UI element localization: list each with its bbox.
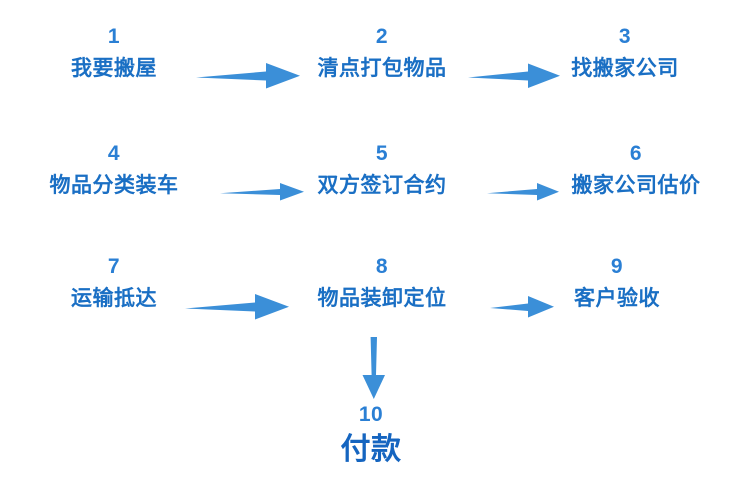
step-node-8[interactable]: 8 物品装卸定位 [318,256,447,309]
arrow-8-to-9 [490,295,554,319]
step-label-3: 找搬家公司 [571,57,679,80]
step-node-5[interactable]: 5 双方签订合约 [318,143,447,196]
step-node-9[interactable]: 9 客户验收 [574,256,660,309]
step-label-4: 物品分类装车 [49,174,179,197]
step-number-3: 3 [618,25,632,48]
step-label-9: 客户验收 [574,287,660,310]
step-node-6[interactable]: 6 搬家公司估价 [572,143,701,196]
step-number-9: 9 [610,255,624,278]
step-number-4: 4 [107,142,121,165]
step-number-8: 8 [375,255,389,278]
arrow-1-to-2 [196,62,300,90]
step-number-7: 7 [107,255,121,278]
arrow-5-to-6 [487,182,559,202]
step-label-1: 我要搬屋 [71,57,157,80]
step-number-2: 2 [375,25,389,48]
step-label-8: 物品装卸定位 [317,287,447,310]
step-number-10: 10 [358,403,384,426]
arrow-8-to-10 [361,337,387,399]
step-number-1: 1 [107,25,121,48]
step-label-10: 付款 [340,433,402,466]
step-node-10[interactable]: 10 付款 [341,404,402,465]
arrow-7-to-8 [185,293,289,321]
step-node-4[interactable]: 4 物品分类装车 [50,143,179,196]
step-label-7: 运输抵达 [71,287,157,310]
step-node-3[interactable]: 3 找搬家公司 [571,26,679,79]
step-number-6: 6 [629,142,643,165]
step-label-5: 双方签订合约 [317,174,447,197]
step-node-1[interactable]: 1 我要搬屋 [71,26,157,79]
arrow-4-to-5 [220,182,304,202]
step-node-2[interactable]: 2 清点打包物品 [318,26,447,79]
step-label-6: 搬家公司估价 [571,174,701,197]
step-number-5: 5 [375,142,389,165]
step-label-2: 清点打包物品 [317,57,447,80]
arrow-2-to-3 [468,62,560,90]
step-node-7[interactable]: 7 运输抵达 [71,256,157,309]
